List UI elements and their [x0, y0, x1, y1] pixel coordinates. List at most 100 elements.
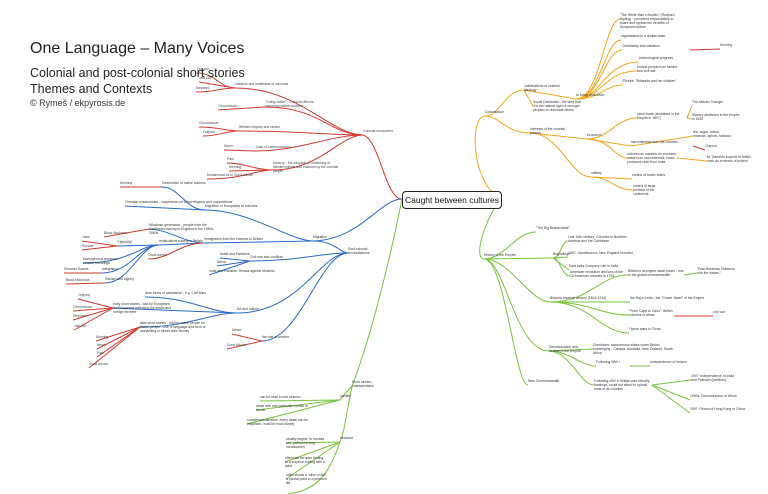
node-dd2a[interactable]: Independence of Ireland	[650, 360, 687, 364]
node-tc1[interactable]: "The White Man's Burden" (Rudyard Kiplin…	[620, 13, 675, 30]
node-ga[interactable]: Good Advice	[148, 253, 168, 257]
node-mig[interactable]: Migration	[313, 235, 327, 239]
node-bg3[interactable]: East India Company rule in India	[569, 264, 619, 268]
node-ww3[interactable]: Elephant	[73, 314, 87, 318]
node-bi2[interactable]: the Raj in India - the "Crown Jewel" of …	[630, 296, 705, 300]
node-ec1b[interactable]: Slavery abolished in the Empire in 1833	[692, 113, 740, 122]
node-dd3c[interactable]: 1997: Return of Hong Kong to China	[690, 407, 745, 411]
node-mem3[interactable]: Muhammad Ali in Good Advice	[207, 173, 254, 177]
node-rw1[interactable]: Never	[232, 328, 242, 332]
node-lc1[interactable]: Never	[224, 144, 234, 148]
node-in1[interactable]: Pavanes Boasts	[64, 267, 89, 271]
node-ci[interactable]: Civil war and conflicts	[250, 255, 283, 259]
node-id2[interactable]: deals with one particular conflict or th…	[256, 404, 309, 413]
node-ta[interactable]: "The Big Bellow-trade"	[536, 226, 570, 230]
node-bg4[interactable]: American revolution and loss of the 13 A…	[570, 270, 623, 279]
node-in[interactable]: Integration	[102, 267, 119, 271]
node-im[interactable]: Immigration from the colonies to Britain	[204, 237, 263, 241]
node-wb1[interactable]: Circumcision	[199, 121, 219, 125]
node-bi1[interactable]: Britain is strongest naval power - rule …	[628, 269, 684, 278]
central-topic[interactable]: Caught between cultures	[402, 191, 502, 209]
node-hl[interactable]: Homogenous terrorism - London bombings	[83, 257, 120, 266]
node-tc[interactable]: to 'bring civilization'	[576, 93, 605, 97]
node-bg[interactable]: Beginnings	[553, 252, 570, 256]
node-tc5[interactable]: protect people from famine and civil war	[637, 65, 678, 74]
node-ec[interactable]: economic	[587, 133, 602, 137]
node-mil[interactable]: military	[591, 171, 602, 175]
node-mem1[interactable]: Park	[227, 157, 234, 161]
node-ec2[interactable]: tea, sugar, cotton, minerals, spices, to…	[693, 130, 732, 139]
node-mem[interactable]: Mimicry - the adoption or mimicking of W…	[273, 161, 339, 174]
node-rb1[interactable]: Black Madonna	[66, 278, 90, 282]
node-lw2[interactable]: Never	[97, 343, 107, 347]
node-cs[interactable]: Christian missionaries - suppression of …	[125, 200, 233, 204]
node-sd[interactable]: Social Darwinism - the idea that it is t…	[533, 100, 581, 113]
node-st[interactable]: structure	[340, 436, 354, 440]
node-pc[interactable]: Post-colonial reconciliations	[348, 247, 370, 256]
node-ci2[interactable]: Africa	[217, 260, 226, 264]
node-ec1[interactable]: slave trade (abolished in the Empire in …	[637, 112, 680, 121]
node-ab2[interactable]: Jasi Dor	[199, 76, 212, 80]
node-id1[interactable]: can be read in one session	[260, 395, 301, 399]
node-wb2[interactable]: Outpost	[203, 130, 215, 134]
node-bi1a[interactable]: "Rule Britannia, Britannia rule the wave…	[697, 267, 735, 276]
node-dd[interactable]: Decolonization and decline of the Empire	[549, 345, 581, 354]
node-dd3[interactable]: Following WW II: Britain was virtually b…	[594, 379, 650, 392]
node-lw1[interactable]: Morning	[96, 335, 109, 339]
node-gn[interactable]: "Going native" - Colonial officers assum…	[265, 100, 314, 109]
node-mil1[interactable]: control of trade routes	[632, 173, 665, 177]
node-ec4a[interactable]: M. Gandhi's boycott of British cloth as …	[707, 155, 751, 164]
node-ec3[interactable]: raw materials from the colonies	[631, 140, 678, 144]
node-bg2[interactable]: 1607: Jamestown in New England founded	[568, 251, 633, 255]
node-lc[interactable]: Lack of communication	[256, 145, 291, 149]
node-hy2[interactable]: Pavane	[82, 244, 94, 248]
node-ww1[interactable]: Outpost	[78, 293, 90, 297]
node-tc6[interactable]: Picture: "Britannia and her children"	[623, 79, 677, 83]
node-mc[interactable]: multicultural society in Britain	[159, 239, 203, 243]
node-bi4[interactable]: Opium wars in China	[629, 327, 661, 331]
node-nc[interactable]: New Commonwealth	[528, 379, 560, 383]
node-dn1[interactable]: Morning	[120, 181, 133, 185]
node-bi3a[interactable]: civil war	[713, 310, 726, 314]
node-ac[interactable]: Art and culture	[237, 307, 260, 311]
node-st2[interactable]: often has an open ending or a surprise e…	[285, 456, 325, 469]
node-dd1[interactable]: Dominions: autonomous states under Briti…	[593, 343, 673, 356]
node-rw2[interactable]: Good Advice	[227, 343, 247, 347]
node-ab1[interactable]: Outpost	[197, 67, 209, 71]
node-ic1[interactable]: Black Madonna	[104, 231, 128, 235]
node-hoe[interactable]: History of the Empire	[484, 253, 516, 257]
node-mem2[interactable]: Morning	[229, 165, 242, 169]
node-id3[interactable]: condensed narrative: every detail can be…	[247, 418, 309, 427]
node-lw3[interactable]: Park	[97, 351, 104, 355]
node-bg1[interactable]: Late 16th century: Colonies in Northern …	[568, 235, 627, 244]
node-tc3[interactable]: Christianity and salvation	[622, 44, 660, 48]
node-dd3b[interactable]: 1960s: Decolonization of Africa	[690, 394, 737, 398]
node-ci1[interactable]: Israel and Palestine	[220, 252, 250, 256]
node-dd2[interactable]: Following WW I	[596, 360, 620, 364]
node-jc[interactable]: Justifications of colonial ideology	[524, 84, 560, 93]
node-ie[interactable]: Interests of the colonial powers	[530, 127, 565, 136]
node-dn[interactable]: Destruction of native cultures	[162, 181, 206, 185]
node-wb[interactable]: Western bigotry and racism	[239, 125, 281, 129]
node-ms[interactable]: Migration or Europeans to colonies	[205, 204, 258, 208]
node-ic[interactable]: Windrush generation - people from the Ca…	[149, 223, 215, 236]
node-id[interactable]: Identity	[340, 394, 351, 398]
node-gn1[interactable]: Circumcision	[218, 104, 238, 108]
node-tc2[interactable]: organisation in a civilian state	[621, 34, 666, 38]
node-ab3[interactable]: Elephant	[196, 86, 210, 90]
node-ww2[interactable]: Circumcision	[73, 305, 93, 309]
node-hy1[interactable]: Jasis	[82, 235, 90, 239]
node-ww[interactable]: early short stories - told by Europeans …	[113, 302, 172, 315]
node-colz[interactable]: Colonization	[485, 110, 504, 114]
node-bi3[interactable]: "From Cape to Cairo": British colonies i…	[629, 309, 673, 318]
node-dd3a[interactable]: 1947: Independence of India and Pakistan…	[691, 374, 734, 383]
node-mil2[interactable]: control of large portions of the contine…	[633, 184, 656, 197]
node-rw[interactable]: the role of women	[262, 335, 289, 339]
node-hy[interactable]: "Hybridity"	[117, 240, 133, 244]
node-lw[interactable]: later short stories - told by native peo…	[140, 321, 206, 334]
node-ce[interactable]: Colonial encounters	[363, 129, 393, 133]
node-ww4[interactable]: Jasi Dor	[74, 324, 87, 328]
node-rb[interactable]: Racism and bigotry	[105, 277, 135, 281]
node-ab[interactable]: Isolation and loneliness of colonials	[235, 82, 289, 86]
node-ec1a[interactable]: The Atlantic Triangle	[692, 100, 723, 104]
